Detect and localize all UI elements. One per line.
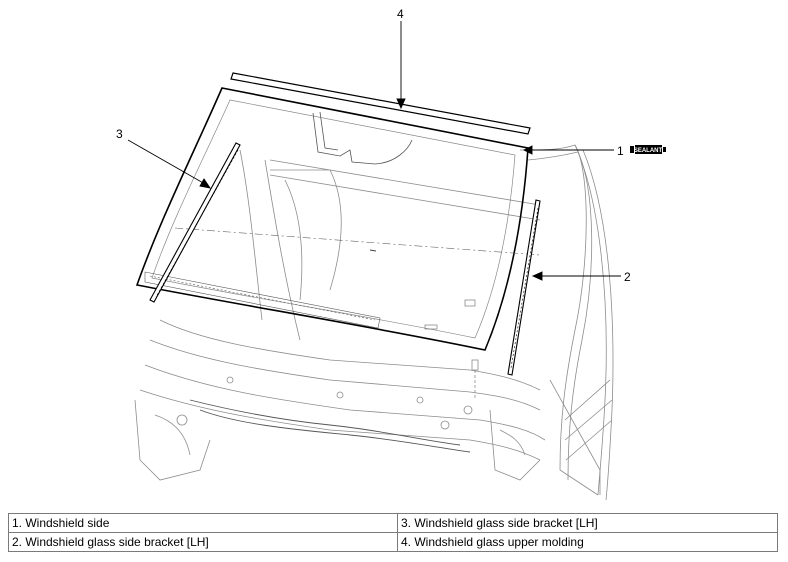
callout-3-number: 3 bbox=[116, 127, 123, 141]
sealant-badge: SEALANT bbox=[630, 145, 666, 154]
callout-4-number: 4 bbox=[397, 7, 404, 21]
table-row: 1. Windshield side 3. Windshield glass s… bbox=[8, 513, 778, 533]
windshield-exploded-diagram: 4 1 3 2 SEALANT bbox=[116, 7, 666, 501]
sealant-label: SEALANT bbox=[634, 148, 663, 154]
upper-molding bbox=[230, 72, 531, 135]
callout-2-number: 2 bbox=[624, 270, 631, 284]
legend-cell: 3. Windshield glass side bracket [LH] bbox=[397, 513, 778, 533]
callout-1-number: 1 bbox=[617, 144, 624, 158]
parts-legend-table: 1. Windshield side 3. Windshield glass s… bbox=[8, 513, 778, 552]
left-side-bracket bbox=[149, 142, 241, 303]
callout-leaders bbox=[127, 21, 621, 281]
legend-cell: 1. Windshield side bbox=[8, 513, 398, 533]
windshield-glass bbox=[135, 87, 541, 351]
right-side-bracket bbox=[507, 199, 541, 376]
car-body-frame bbox=[134, 144, 614, 501]
legend-cell: 4. Windshield glass upper molding bbox=[397, 532, 778, 552]
table-row: 2. Windshield glass side bracket [LH] 4.… bbox=[8, 532, 778, 552]
legend-cell: 2. Windshield glass side bracket [LH] bbox=[8, 532, 398, 552]
